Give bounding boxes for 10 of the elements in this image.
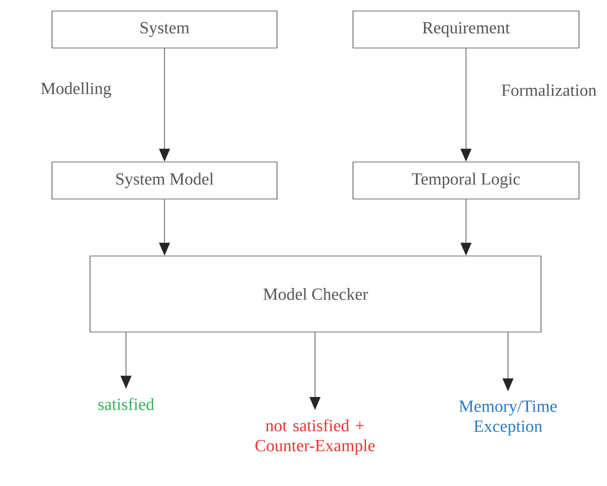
result-text: Memory/Time Exception	[459, 400, 557, 436]
process-box: Temporal Logic	[352, 162, 580, 200]
edge-label: Modelling	[41, 82, 112, 98]
process-box: Requirement	[352, 10, 580, 48]
process-box: System	[52, 10, 278, 48]
result-text: not satisfied + Counter-Example	[255, 419, 375, 455]
edge-label: Formalization	[502, 84, 596, 96]
process-box: Model Checker	[90, 256, 542, 332]
result-text: satisfied	[98, 398, 154, 410]
process-box: System Model	[52, 162, 278, 200]
